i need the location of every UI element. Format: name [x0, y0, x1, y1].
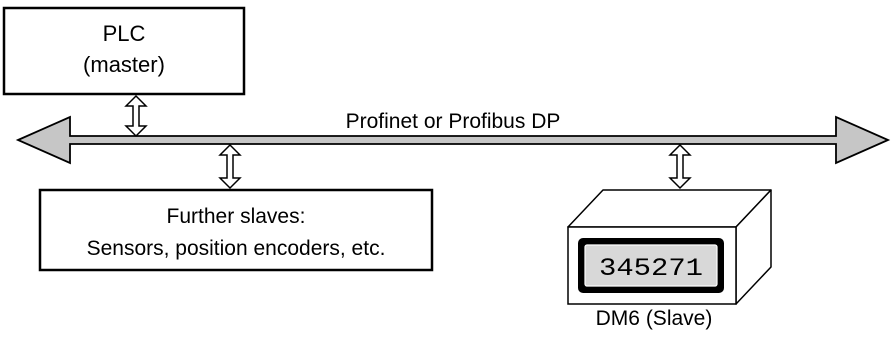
slaves-bus-connector-icon	[218, 143, 242, 190]
dm6-display-screen	[584, 244, 718, 287]
dm6-display-value: 345271	[599, 254, 703, 283]
slaves-box	[38, 188, 434, 272]
plc-box	[2, 6, 246, 96]
plc-bus-connector-icon	[124, 94, 148, 138]
bus-arrow	[15, 115, 891, 165]
slaves-description: Sensors, position encoders, etc.	[87, 237, 386, 260]
dm6-caption: DM6 (Slave)	[596, 307, 713, 330]
plc-subtitle: (master)	[83, 52, 165, 77]
dm6-bus-connector-icon	[668, 143, 692, 190]
slaves-title: Further slaves:	[167, 205, 306, 228]
bus-label: Profinet or Profibus DP	[346, 110, 561, 133]
dm6-device: 345271	[567, 189, 772, 305]
plc-title: PLC	[103, 21, 146, 46]
